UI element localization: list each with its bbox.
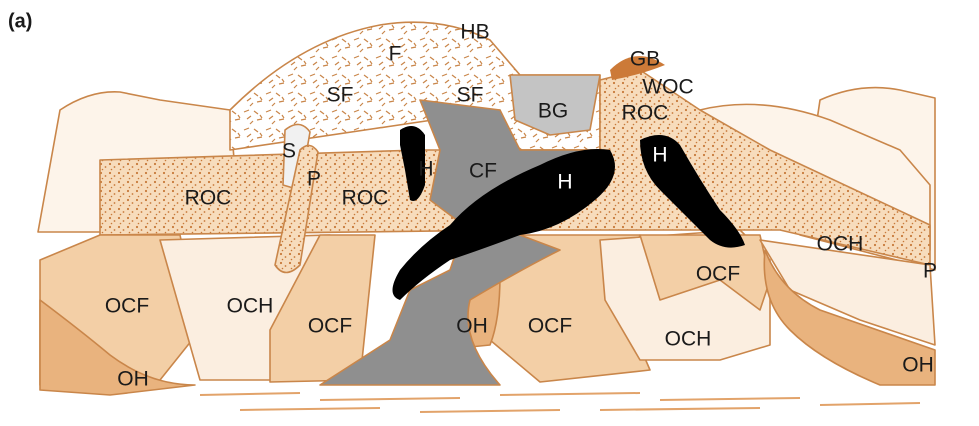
label-p-right: P bbox=[923, 260, 937, 283]
label-sf-left: SF bbox=[327, 84, 354, 107]
label-och-right: OCH bbox=[817, 233, 864, 256]
label-f: F bbox=[389, 43, 402, 66]
label-roc-upper: ROC bbox=[622, 102, 669, 125]
label-cf: CF bbox=[469, 160, 497, 183]
label-och-center: OCH bbox=[665, 328, 712, 351]
label-ocf-left: OCF bbox=[105, 295, 149, 318]
label-oh-mid: OH bbox=[456, 315, 488, 338]
label-oh-left: OH bbox=[117, 368, 149, 391]
label-s: S bbox=[282, 140, 296, 163]
label-roc-mid: ROC bbox=[342, 187, 389, 210]
label-bg: BG bbox=[538, 100, 568, 123]
label-ocf-right: OCF bbox=[696, 263, 740, 286]
label-ocf-mid: OCF bbox=[308, 315, 352, 338]
label-ocf-center: OCF bbox=[528, 315, 572, 338]
label-h-right: H bbox=[652, 144, 667, 167]
label-h-small: H bbox=[418, 158, 433, 181]
label-och-left: OCH bbox=[227, 295, 274, 318]
label-h-main: H bbox=[557, 171, 572, 194]
label-p-left: P bbox=[307, 168, 321, 191]
ground-lines bbox=[200, 393, 920, 412]
label-roc-left: ROC bbox=[185, 187, 232, 210]
label-gb: GB bbox=[630, 48, 660, 71]
label-hb: HB bbox=[460, 21, 489, 44]
label-woc: WOC bbox=[642, 76, 693, 99]
panel-label: (a) bbox=[8, 10, 32, 32]
label-oh-right: OH bbox=[902, 354, 934, 377]
label-sf-right: SF bbox=[457, 84, 484, 107]
